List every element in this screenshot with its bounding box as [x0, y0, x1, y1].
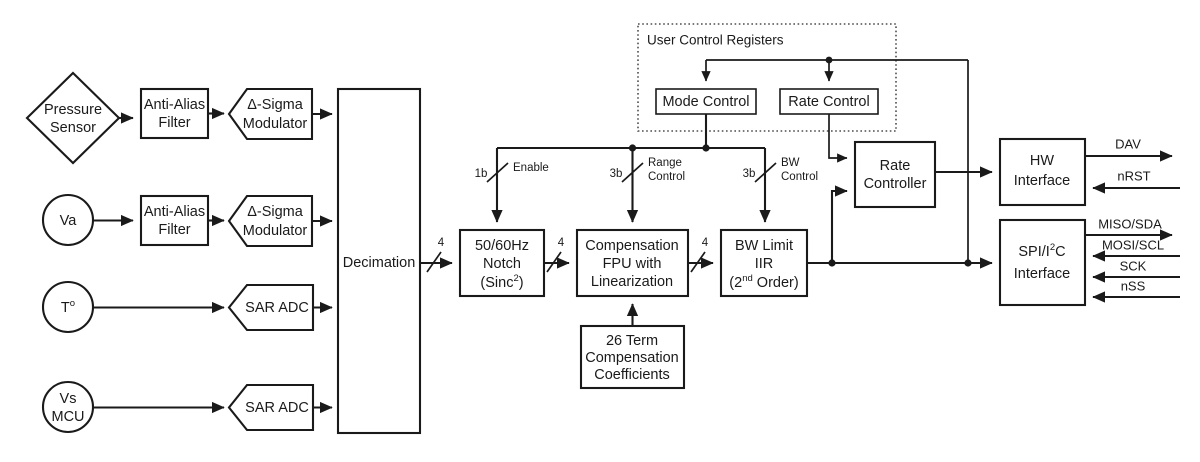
delta-sigma-modulator-1-line1: Δ-Sigma: [247, 97, 304, 113]
rate-controller-line2: Controller: [864, 176, 927, 192]
compensation-coefficients-block: 26 Term Compensation Coefficients: [579, 324, 686, 390]
hw-interface-line1: HW: [1030, 153, 1054, 169]
sar-adc-1: SAR ADC: [227, 283, 315, 332]
hw-interface-block: HW Interface: [998, 137, 1087, 207]
pin-nss-label: nSS: [1121, 278, 1146, 293]
spi-interface-line2: Interface: [1014, 266, 1070, 282]
mode-control-label: Mode Control: [662, 94, 749, 110]
user-control-registers-group: User Control Registers: [637, 23, 897, 132]
pin-dav-label: DAV: [1115, 136, 1141, 151]
rate-controller-block: Rate Controller: [853, 140, 937, 209]
bw-limit-iir-block: BW Limit IIR (2nd Order): [719, 228, 809, 298]
sar-adc-2-label: SAR ADC: [245, 400, 309, 416]
vs-mcu-label-line1: Vs: [60, 391, 77, 407]
hw-interface-pins: DAV nRST: [1085, 136, 1180, 194]
compensation-line3: Linearization: [591, 274, 673, 290]
anti-alias-filter-2-line2: Filter: [158, 222, 190, 238]
delta-sigma-modulator-1-line2: Modulator: [243, 116, 308, 132]
temperature-label: To: [61, 298, 75, 316]
mode-control-fanout: 1b Enable 3b Range Control 3b BW Control: [475, 114, 818, 223]
compensation-line2: FPU with: [603, 256, 662, 272]
tap-label-range-line1: Range: [648, 157, 682, 169]
spi-interface-pins: MISO/SDA MOSI/SCL SCK nSS: [1085, 216, 1180, 303]
notch-line2: Notch: [483, 256, 521, 272]
notch-line3: (Sinc2): [480, 273, 523, 291]
source-va: Va: [41, 193, 95, 247]
sar-adc-2: SAR ADC: [227, 383, 315, 432]
sar-adc-1-label: SAR ADC: [245, 300, 309, 316]
bw-limit-line1: BW Limit: [735, 238, 793, 254]
tap-label-enable: Enable: [513, 162, 549, 174]
bw-limit-output-routing: [807, 166, 993, 269]
tap-width-range: 3b: [610, 168, 623, 180]
source-pressure-sensor: Pressure Sensor: [25, 71, 121, 165]
bus-width-comp-out: 4: [702, 237, 709, 249]
tap-width-bw: 3b: [743, 168, 756, 180]
rate-control-path: [828, 114, 848, 163]
pin-nrst-label: nRST: [1117, 168, 1150, 183]
coefficients-line1: 26 Term: [606, 333, 658, 349]
compensation-fpu-block: Compensation FPU with Linearization: [575, 228, 690, 298]
bw-limit-line3: (2nd Order): [729, 273, 798, 291]
spi-interface-line1: SPI/I2C: [1018, 242, 1065, 260]
bw-limit-line2: IIR: [755, 256, 774, 272]
user-control-registers-label: User Control Registers: [647, 33, 784, 48]
pressure-sensor-label-line2: Sensor: [50, 120, 96, 136]
bus-width-decimation-out: 4: [438, 237, 445, 249]
rate-controller-line1: Rate: [880, 158, 911, 174]
coefficients-line3: Coefficients: [594, 367, 670, 383]
source-temperature: To: [41, 280, 95, 334]
hw-interface-line2: Interface: [1014, 173, 1070, 189]
anti-alias-filter-1: Anti-Alias Filter: [139, 87, 210, 140]
rate-control-block[interactable]: Rate Control: [779, 88, 879, 115]
bus-width-notch-out: 4: [558, 237, 565, 249]
delta-sigma-modulator-2-line2: Modulator: [243, 223, 308, 239]
delta-sigma-modulator-2-line1: Δ-Sigma: [247, 204, 304, 220]
decimation-block: Decimation: [336, 87, 422, 435]
pin-sck-label: SCK: [1120, 258, 1147, 273]
anti-alias-filter-1-line1: Anti-Alias: [144, 97, 205, 113]
junction-dot-mode-fanout: [702, 144, 710, 152]
delta-sigma-modulator-1: Δ-Sigma Modulator: [227, 87, 314, 141]
pressure-sensor-label-line1: Pressure: [44, 102, 102, 118]
vs-mcu-label-line2: MCU: [51, 409, 84, 425]
junction-dot-register-bus: [825, 56, 833, 64]
decimation-label: Decimation: [343, 255, 416, 271]
register-write-bus: [701, 56, 969, 263]
notch-filter-block: 50/60Hz Notch (Sinc2): [458, 228, 546, 298]
tap-width-enable: 1b: [475, 168, 488, 180]
source-vs-mcu: Vs MCU: [41, 380, 95, 434]
rate-control-label: Rate Control: [788, 94, 869, 110]
anti-alias-filter-2: Anti-Alias Filter: [139, 194, 210, 247]
anti-alias-filter-2-line1: Anti-Alias: [144, 204, 205, 220]
va-label: Va: [60, 213, 78, 229]
pin-miso-sda-label: MISO/SDA: [1098, 216, 1162, 231]
delta-sigma-modulator-2: Δ-Sigma Modulator: [227, 194, 314, 248]
pipeline-datapath: 4 4 4: [420, 237, 714, 326]
mode-control-block[interactable]: Mode Control: [655, 88, 757, 115]
spi-i2c-interface-block: SPI/I2C Interface: [998, 218, 1087, 307]
pin-mosi-scl-label: MOSI/SCL: [1102, 237, 1164, 252]
tap-label-range-line2: Control: [648, 171, 685, 183]
junction-dot-spi-in: [964, 259, 972, 267]
tap-label-bw-line1: BW: [781, 157, 800, 169]
tap-label-bw-line2: Control: [781, 171, 818, 183]
front-end-connections: [93, 107, 333, 414]
notch-line1: 50/60Hz: [475, 238, 529, 254]
anti-alias-filter-1-line2: Filter: [158, 115, 190, 131]
compensation-line1: Compensation: [585, 238, 679, 254]
coefficients-line2: Compensation: [585, 350, 679, 366]
